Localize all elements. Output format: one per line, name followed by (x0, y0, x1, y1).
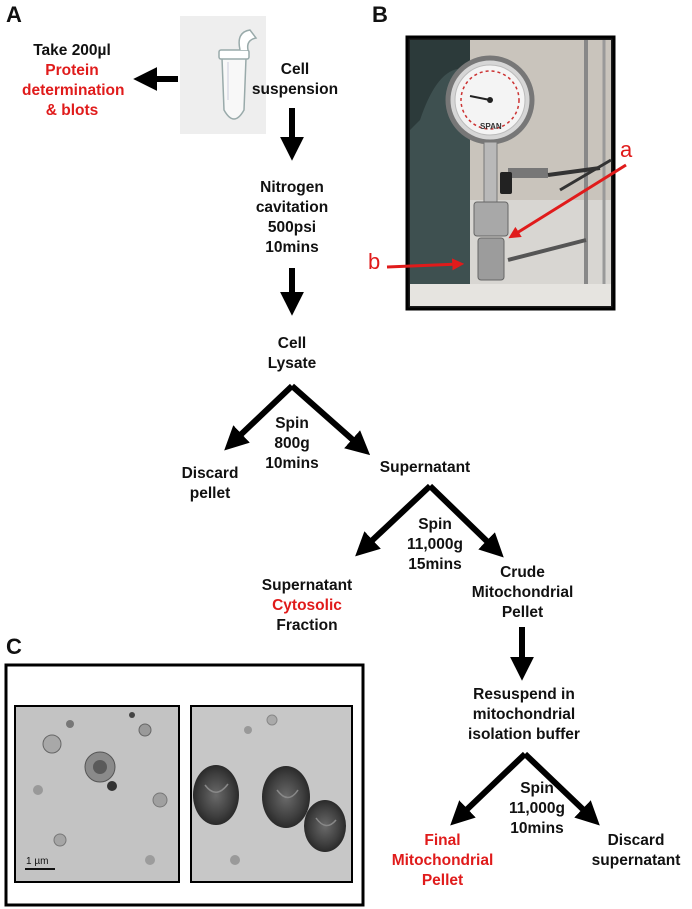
lysate-line-2: Lysate (267, 355, 317, 372)
cell-suspension-line-2: suspension (251, 81, 339, 98)
resuspend-line-3: isolation buffer (468, 726, 580, 743)
nitrogen-line-3: 500psi (267, 219, 317, 236)
photo-label-b: b (368, 249, 381, 274)
nitrogen-line-2: cavitation (255, 199, 329, 216)
scale-bar-label: 1 µm (26, 856, 49, 867)
photo-label-a: a (620, 137, 633, 162)
discard-supernatant-line-2: supernatant (591, 852, 681, 869)
nitrogen-line-1: Nitrogen (260, 179, 324, 196)
arrow-to-final-pellet (450, 751, 528, 826)
spin-3-label: Spin 11,000g 10mins (502, 779, 572, 839)
arrow-to-crude-pellet (427, 483, 504, 558)
spin-2-line-3: 15mins (408, 556, 462, 573)
cytosolic-line-1: Supernatant (261, 577, 353, 594)
arrow-to-discard-pellet (224, 383, 295, 451)
nitrogen-cavitation-step: Nitrogen cavitation 500psi 10mins (240, 178, 344, 258)
spin-2-line-1: Spin (418, 516, 452, 533)
crude-line-3: Pellet (501, 604, 544, 621)
arrow-to-discard-supernatant (522, 751, 600, 826)
crude-line-2: Mitochondrial (471, 584, 574, 601)
supernatant-step: Supernatant (379, 459, 471, 476)
spin-1-line-1: Spin (275, 415, 309, 432)
nitrogen-line-4: 10mins (265, 239, 319, 256)
discard-supernatant-line-1: Discard (607, 832, 665, 849)
spin-3-line-2: 11,000g (508, 800, 566, 817)
lysate-line-1: Cell (277, 335, 307, 352)
arrow-to-cytosolic (355, 483, 433, 557)
gauge-brand-text: SPAN (480, 122, 502, 131)
tube-image (180, 16, 266, 134)
cytosolic-fraction-step: Supernatant Cytosolic Fraction (252, 576, 362, 636)
final-line-1: Final (424, 832, 461, 849)
spin-1-line-2: 800g (274, 435, 310, 452)
crude-line-1: Crude (500, 564, 545, 581)
cell-suspension-line-1: Cell (280, 61, 310, 78)
cytosolic-line-2: Cytosolic (272, 597, 342, 614)
final-line-3: Pellet (421, 872, 464, 889)
protein-label-3: & blots (45, 102, 99, 119)
cytosolic-line-3: Fraction (276, 617, 338, 634)
final-pellet-step: Final Mitochondrial Pellet (380, 831, 505, 891)
resuspend-line-1: Resuspend in (473, 686, 575, 703)
final-line-2: Mitochondrial (391, 852, 494, 869)
panel-label-a: A (6, 2, 22, 27)
resuspend-step: Resuspend in mitochondrial isolation buf… (458, 685, 590, 745)
em-images-panel (4, 663, 365, 907)
cavitation-apparatus-photo (386, 35, 627, 311)
arrow-a (508, 163, 627, 239)
cell-lysate-step: Cell Lysate (252, 334, 332, 374)
discard-pellet-step: Discard pellet (170, 464, 250, 504)
discard-pellet-line-1: Discard (181, 465, 239, 482)
cell-suspension-step: Cell suspension (240, 60, 350, 100)
crude-pellet-step: Crude Mitochondrial Pellet (465, 563, 580, 623)
spin-3-line-1: Spin (520, 780, 554, 797)
em-image-low-mag (14, 705, 180, 883)
discard-pellet-line-2: pellet (189, 485, 231, 502)
panel-label-c: C (6, 634, 22, 659)
spin-1-line-3: 10mins (265, 455, 319, 472)
protein-label-1: Protein (45, 62, 99, 79)
spin-3-line-3: 10mins (510, 820, 564, 837)
spin-1-label: Spin 800g 10mins (262, 414, 322, 474)
take-sample-label: Take 200µl (33, 42, 111, 59)
resuspend-line-2: mitochondrial (472, 706, 576, 723)
arrow-to-supernatant (290, 383, 371, 456)
protein-label-2: determination (22, 82, 125, 99)
arrow-b (386, 258, 465, 271)
spin-2-line-2: 11,000g (406, 536, 464, 553)
panel-label-b: B (372, 2, 388, 27)
spin-2-label: Spin 11,000g 15mins (400, 515, 470, 575)
take-sample-text: Take 200µl Protein determination & blots (22, 41, 125, 121)
discard-supernatant-step: Discard supernatant (583, 831, 689, 871)
